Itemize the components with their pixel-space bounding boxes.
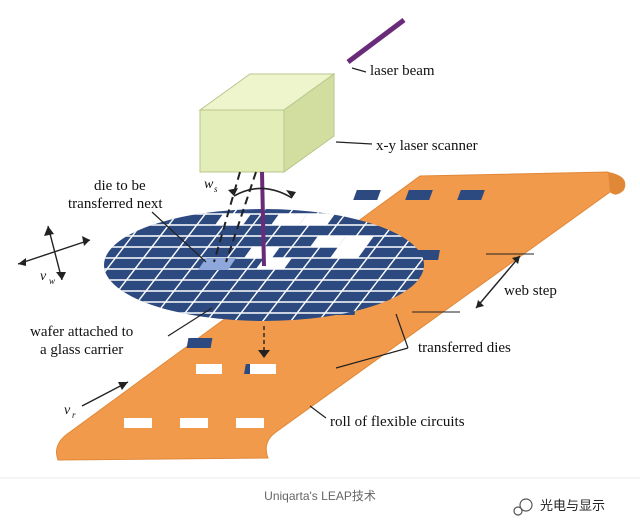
roll-pad (124, 418, 152, 428)
leader-lines (151, 67, 409, 419)
figure-caption: Uniqarta's LEAP技术 (264, 489, 376, 503)
scanned-beam (260, 171, 266, 267)
transferred-next-label: transferred next (68, 196, 163, 212)
roll-die (405, 190, 433, 200)
vw-arrow (17, 225, 91, 281)
beam-scan-cone (213, 171, 257, 263)
vr-arrow (81, 381, 129, 407)
roll-pad (196, 364, 222, 374)
ws-subscript: s (214, 184, 218, 194)
roll-curl-end (608, 172, 626, 195)
wafer-empty-sites (215, 214, 374, 269)
roll-pads (124, 364, 276, 428)
roll-pad (250, 364, 276, 374)
laser-scanner-box (198, 73, 336, 173)
roll-pad (236, 418, 264, 428)
vr-label: v (64, 403, 71, 418)
roll-label: roll of flexible circuits (330, 414, 465, 430)
laser-beam-line (346, 18, 406, 64)
laser-beam-label: laser beam (370, 63, 435, 79)
web-step-dimension (412, 253, 534, 313)
roll-die (353, 190, 381, 200)
wafer-label-line2: a glass carrier (40, 342, 123, 358)
wechat-logo-icon (513, 498, 533, 516)
vw-subscript: w (49, 276, 55, 286)
wafer-label-line1: wafer attached to (30, 324, 133, 340)
transfer-arrow (186, 326, 270, 358)
flexible-circuit-roll (56, 171, 626, 461)
ws-arrow (228, 187, 296, 199)
transferred-dies-label: transferred dies (418, 340, 511, 356)
roll-die (457, 190, 485, 200)
roll-pad (180, 418, 208, 428)
ws-label: w (204, 177, 214, 192)
die-to-be-label: die to be (94, 178, 146, 194)
vw-label: v (40, 269, 47, 284)
vr-subscript: r (72, 410, 76, 420)
web-step-label: web step (504, 283, 557, 299)
brand-name: 光电与显示 (540, 499, 605, 514)
laser-scanner-label: x-y laser scanner (376, 138, 478, 154)
